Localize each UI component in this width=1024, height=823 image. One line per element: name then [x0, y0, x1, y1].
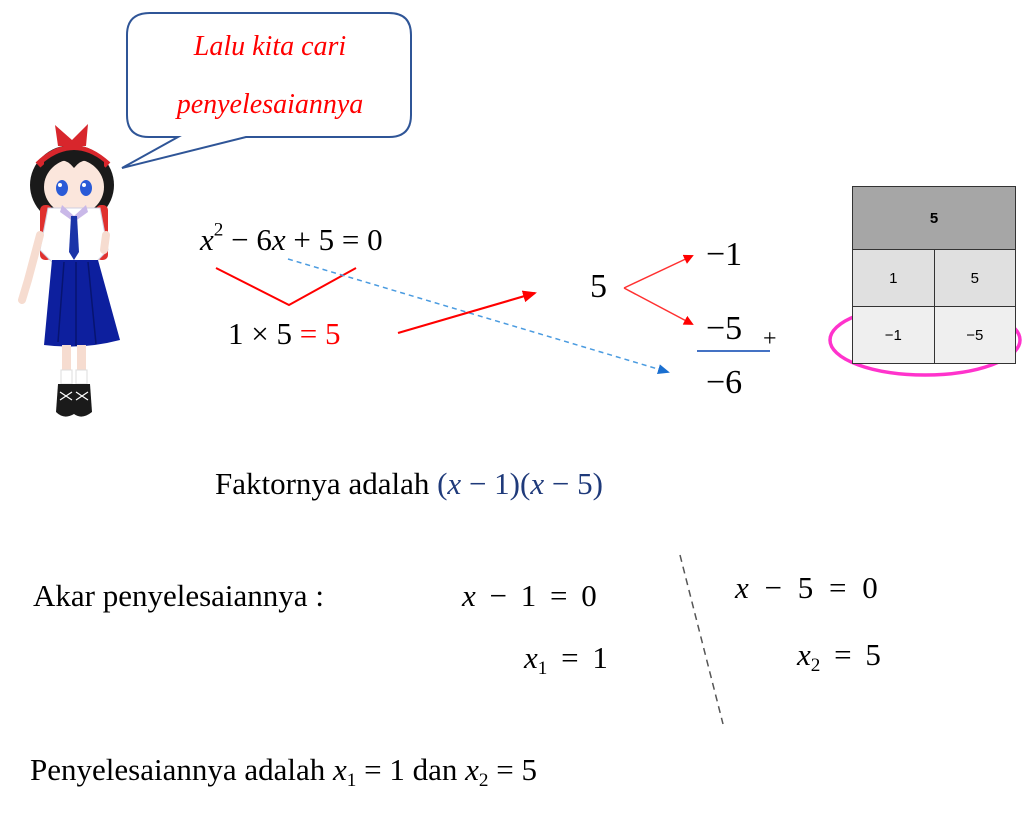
- product-arrow: [397, 290, 537, 335]
- table-cell: 1: [852, 249, 935, 307]
- factors-label: Faktornya adalah: [215, 466, 438, 501]
- root-subscript: 1: [537, 657, 548, 679]
- roots-label: Akar penyelesaiannya :: [33, 578, 324, 613]
- table-cell: 5: [933, 249, 1016, 307]
- root-var: x: [462, 578, 476, 613]
- root-left-solution: x1 = 1: [524, 640, 608, 679]
- split-top: −1: [706, 236, 743, 273]
- root-eq: − 5 = 0: [748, 570, 878, 605]
- split-sum: −6: [706, 364, 743, 401]
- root-value: = 1: [547, 640, 608, 675]
- speech-bubble-text: Lalu kita cari penyelesaiannya: [130, 18, 410, 134]
- split-plus: +: [763, 326, 777, 352]
- root-value: = 5: [820, 637, 881, 672]
- table-header: 5: [852, 186, 1016, 250]
- conclusion-var: x: [465, 752, 479, 787]
- schoolgirl-illustration: [18, 124, 120, 417]
- root-right-solution: x2 = 5: [797, 637, 881, 676]
- split-arrow-bottom: [623, 287, 694, 325]
- conclusion-var: x: [332, 752, 347, 787]
- product-result: 5: [317, 316, 341, 351]
- eq-tail: + 5 = 0: [285, 222, 383, 257]
- root-subscript: 2: [810, 654, 821, 676]
- conclusion-line: Penyelesaiannya adalah x1 = 1 dan x2 = 5: [30, 752, 537, 791]
- roots-separator: [679, 554, 724, 725]
- table-cell: −1: [852, 306, 935, 364]
- conclusion-mid: = 1 dan: [356, 752, 466, 787]
- split-source: 5: [590, 268, 607, 305]
- root-var: x: [524, 640, 538, 675]
- root-var: x: [797, 637, 811, 672]
- conclusion-end: = 5: [488, 752, 537, 787]
- factors-part: − 1)(: [461, 466, 531, 501]
- speech-line-2: penyelesaiannya: [176, 89, 364, 120]
- conclusion-subscript: 1: [346, 769, 357, 791]
- quadratic-equation: x2 − 6x + 5 = 0: [200, 219, 383, 258]
- conclusion-subscript: 2: [478, 769, 489, 791]
- factors-part: − 5): [544, 466, 603, 501]
- eq-exponent: 2: [213, 219, 224, 241]
- eq-var: x: [200, 222, 214, 257]
- root-right-equation: x − 5 = 0: [735, 570, 878, 606]
- root-left-equation: x − 1 = 0: [462, 578, 597, 614]
- conclusion-text: Penyelesaiannya adalah: [30, 752, 333, 787]
- split-bottom: −5: [706, 310, 743, 347]
- factors-var: x: [447, 466, 462, 501]
- eq-part: − 6: [223, 222, 272, 257]
- product-expression: 1 × 5 = 5: [228, 316, 340, 352]
- factors-paren: (: [437, 466, 448, 501]
- factors-line: Faktornya adalah (x − 1)(x − 5): [215, 466, 603, 502]
- table-cell: −5: [933, 306, 1016, 364]
- root-var: x: [735, 570, 749, 605]
- root-eq: − 1 = 0: [475, 578, 597, 613]
- eq-var-2: x: [271, 222, 286, 257]
- speech-bubble: [121, 12, 412, 169]
- factors-var: x: [530, 466, 545, 501]
- speech-line-1: Lalu kita cari: [193, 31, 347, 62]
- pairing-bracket: [215, 267, 357, 307]
- product-equals: =: [299, 316, 318, 351]
- coefficient-dashed-arrow: [287, 258, 670, 374]
- split-arrow-top: [623, 254, 694, 289]
- factor-table: 5 1 5 −1 −5: [852, 186, 1016, 364]
- product-left: 1 × 5: [228, 316, 300, 351]
